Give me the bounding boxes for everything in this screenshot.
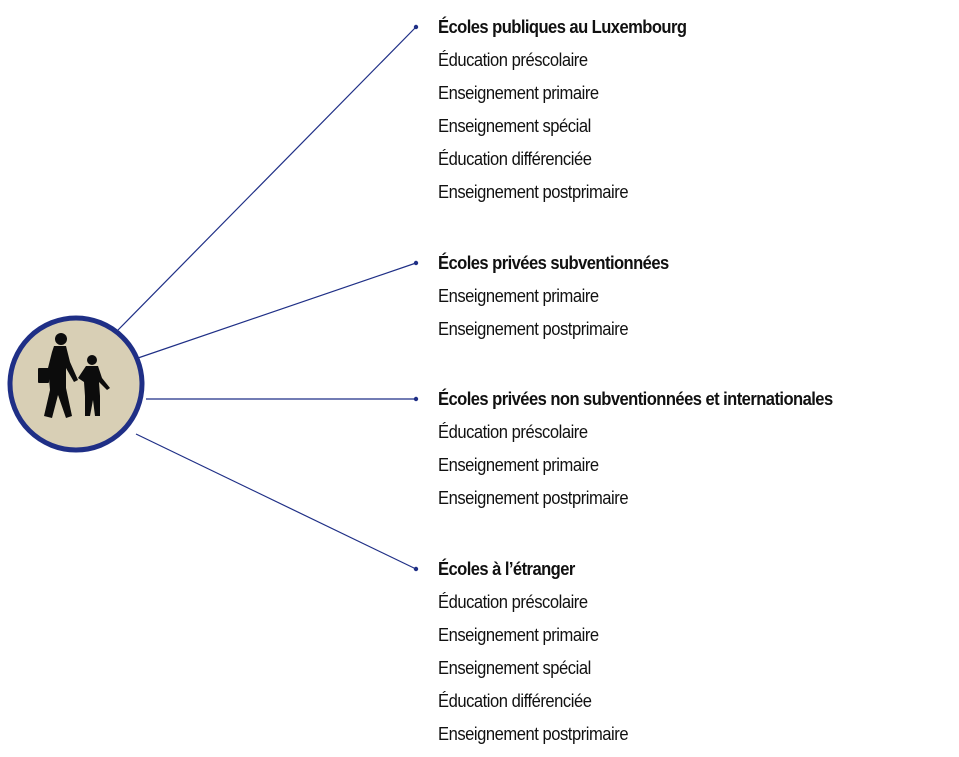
group-item: Enseignement primaire <box>438 83 599 103</box>
group-item: Éducation préscolaire <box>438 422 588 442</box>
child-figure <box>78 355 110 416</box>
group-title: Écoles à l’étranger <box>438 559 575 579</box>
adult-figure <box>38 333 78 418</box>
group-item: Enseignement postprimaire <box>438 488 629 508</box>
group-item: Éducation préscolaire <box>438 50 588 70</box>
group-item: Enseignement primaire <box>438 455 599 475</box>
school-group-publiques: Écoles publiques au Luxembourg Éducation… <box>438 11 708 209</box>
group-item: Éducation différenciée <box>438 691 592 711</box>
bullet-dot <box>413 260 419 266</box>
group-item: Enseignement postprimaire <box>438 724 629 744</box>
bullet-dot <box>413 396 419 402</box>
group-title: Écoles privées non subventionnées et int… <box>438 389 833 409</box>
connector-line-subventionnees <box>137 262 417 359</box>
hub-circle <box>7 315 145 453</box>
connector-line-publiques <box>117 26 417 331</box>
group-title: Écoles publiques au Luxembourg <box>438 17 687 37</box>
bullet-dot <box>413 566 419 572</box>
group-item: Éducation préscolaire <box>438 592 588 612</box>
school-group-non-subventionnees: Écoles privées non subventionnées et int… <box>438 383 867 515</box>
school-group-subventionnees: Écoles privées subventionnées Enseigneme… <box>438 247 689 346</box>
group-item: Éducation différenciée <box>438 149 592 169</box>
connector-line-etranger <box>135 433 417 570</box>
group-item: Enseignement postprimaire <box>438 182 629 202</box>
school-children-crossing-icon <box>7 315 145 453</box>
group-item: Enseignement primaire <box>438 625 599 645</box>
bullet-dot <box>413 24 419 30</box>
group-item: Enseignement spécial <box>438 658 591 678</box>
group-item: Enseignement spécial <box>438 116 591 136</box>
group-title: Écoles privées subventionnées <box>438 253 669 273</box>
group-item: Enseignement postprimaire <box>438 319 629 339</box>
school-group-etranger: Écoles à l’étranger Éducation préscolair… <box>438 553 645 751</box>
group-item: Enseignement primaire <box>438 286 599 306</box>
